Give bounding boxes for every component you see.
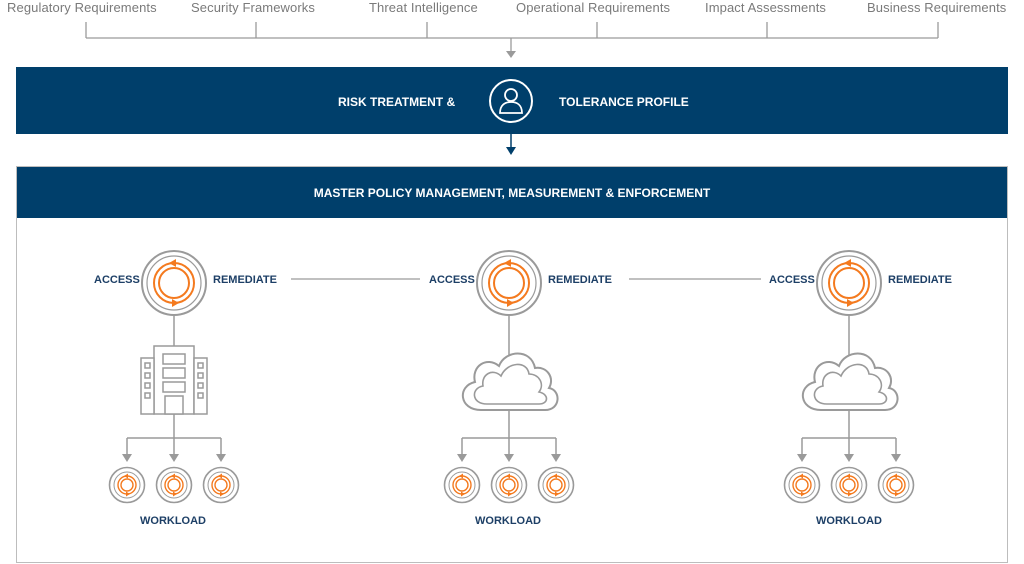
risk-band-right-text: TOLERANCE PROFILE — [559, 95, 689, 109]
workload-loop-icon — [443, 466, 481, 504]
environment-2 — [443, 250, 575, 504]
workload-label: WORKLOAD — [816, 515, 882, 527]
workload-loop-icon — [830, 466, 868, 504]
workload-loop-icon — [537, 466, 575, 504]
workload-label: WORKLOAD — [140, 515, 206, 527]
requirement-business: Business Requirements — [867, 0, 1007, 15]
workload-loop-icon — [877, 466, 915, 504]
requirement-threat-intelligence: Threat Intelligence — [369, 0, 478, 15]
workload-loop-icon — [202, 466, 240, 504]
cloud-icon — [461, 352, 559, 411]
requirements-bracket — [85, 22, 939, 52]
building-icon — [140, 345, 208, 415]
policy-container — [16, 166, 1008, 563]
access-remediate-loop-icon — [816, 250, 882, 316]
requirement-security-frameworks: Security Frameworks — [191, 0, 315, 15]
arrow-to-policy-band — [506, 147, 516, 155]
remediate-label: REMEDIATE — [548, 274, 612, 286]
environment-3 — [783, 250, 915, 504]
workload-loop-icon — [155, 466, 193, 504]
environment-1 — [108, 250, 240, 504]
remediate-label: REMEDIATE — [213, 274, 277, 286]
remediate-label: REMEDIATE — [888, 274, 952, 286]
risk-band-left-text: RISK TREATMENT & — [338, 95, 456, 109]
cloud-icon — [801, 352, 899, 411]
requirement-regulatory: Regulatory Requirements — [7, 0, 157, 15]
requirement-operational: Operational Requirements — [516, 0, 671, 15]
arrow-to-risk-band — [506, 51, 516, 58]
access-remediate-loop-icon — [141, 250, 207, 316]
access-label: ACCESS — [769, 274, 815, 286]
user-icon — [489, 79, 533, 123]
workload-label: WORKLOAD — [475, 515, 541, 527]
requirement-impact-assessments: Impact Assessments — [705, 0, 827, 15]
policy-band-title: MASTER POLICY MANAGEMENT, MEASUREMENT & … — [313, 186, 711, 200]
access-label: ACCESS — [429, 274, 475, 286]
workload-loop-icon — [490, 466, 528, 504]
policy-band — [16, 166, 1008, 218]
workload-loop-icon — [108, 466, 146, 504]
access-label: ACCESS — [94, 274, 140, 286]
workload-loop-icon — [783, 466, 821, 504]
access-remediate-loop-icon — [476, 250, 542, 316]
